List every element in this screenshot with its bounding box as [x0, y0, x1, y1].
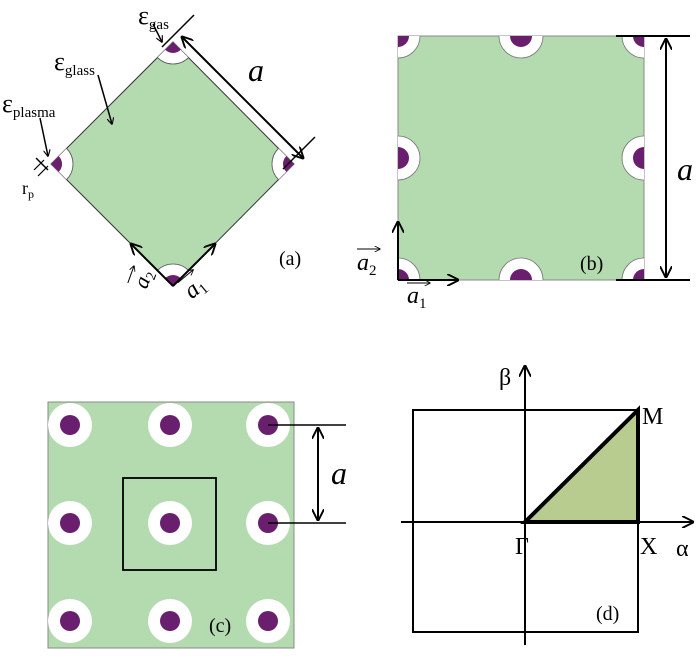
panel-c: a (c) — [47, 401, 347, 649]
dimension-tick — [161, 14, 195, 48]
panel-a: a εgas εglass εplasma rp a1 a2 — [2, 1, 316, 306]
axis-beta-label: β — [499, 365, 511, 391]
eps-gas-label: εgas — [138, 1, 169, 33]
lattice-const-arrow — [182, 37, 303, 158]
vector-overline — [177, 270, 193, 284]
unit-cell-square — [397, 35, 645, 281]
point-gamma-label: Γ — [515, 534, 529, 560]
irreducible-zone — [520, 405, 640, 524]
eps-plasma-label: εplasma — [2, 89, 56, 121]
point-m-label: M — [642, 404, 663, 430]
plasma-rod — [160, 415, 180, 435]
plasma-rod — [160, 611, 180, 631]
plasma-rod — [510, 269, 532, 280]
panel-b-label: (b) — [580, 253, 603, 275]
eps-plasma-arrow — [39, 117, 48, 156]
plasma-rod — [160, 513, 180, 533]
vector-a1-arrow — [172, 244, 215, 287]
vector-a1-label: a1 — [407, 283, 430, 312]
unit-cell-outline — [122, 477, 217, 571]
plasma-rod — [633, 147, 644, 169]
plasma-rod — [510, 36, 532, 47]
eps-glass-label: εglass — [54, 47, 95, 79]
dimension-tick — [282, 136, 316, 170]
vector-a2-label: a2 — [127, 266, 160, 291]
lattice-const-label: a — [331, 455, 347, 491]
panel-b: a a1 a2 (b) — [357, 35, 693, 312]
panel-a-label: (a) — [279, 248, 301, 270]
vector-a2-arrow — [131, 244, 174, 287]
rp-label: rp — [22, 178, 34, 201]
vector-a2-label: a2 — [357, 249, 380, 279]
rod-array-c — [48, 403, 290, 643]
plasma-rod — [633, 36, 644, 47]
gas-region — [51, 141, 74, 187]
axis-alpha-label: α — [676, 536, 689, 562]
lattice-const-label: a — [677, 151, 693, 187]
plasma-rod — [60, 415, 80, 435]
eps-glass-arrow — [97, 74, 112, 124]
svg-text:a1: a1 — [179, 272, 212, 306]
svg-text:a1: a1 — [407, 283, 427, 312]
plasma-rod — [258, 611, 278, 631]
plasma-rod — [60, 611, 80, 631]
plasma-rod — [60, 513, 80, 533]
point-x-label: X — [640, 534, 657, 560]
plasma-rod — [633, 269, 644, 280]
eps-gas-arrow — [152, 23, 162, 42]
lattice-const-label: a — [248, 52, 264, 88]
panel-c-label: (c) — [209, 615, 231, 637]
plasma-rod — [398, 36, 409, 47]
plasma-rod — [398, 269, 409, 280]
svg-text:a2: a2 — [357, 250, 377, 279]
rods-b — [398, 36, 644, 280]
vector-overline — [127, 266, 134, 284]
rp-mark — [33, 159, 45, 171]
panel-d: β α M X Γ (d) — [401, 365, 693, 645]
rp-mark — [37, 165, 49, 177]
plasma-rod — [398, 147, 409, 169]
panel-d-label: (d) — [596, 603, 619, 625]
plasma-rod — [51, 153, 62, 175]
